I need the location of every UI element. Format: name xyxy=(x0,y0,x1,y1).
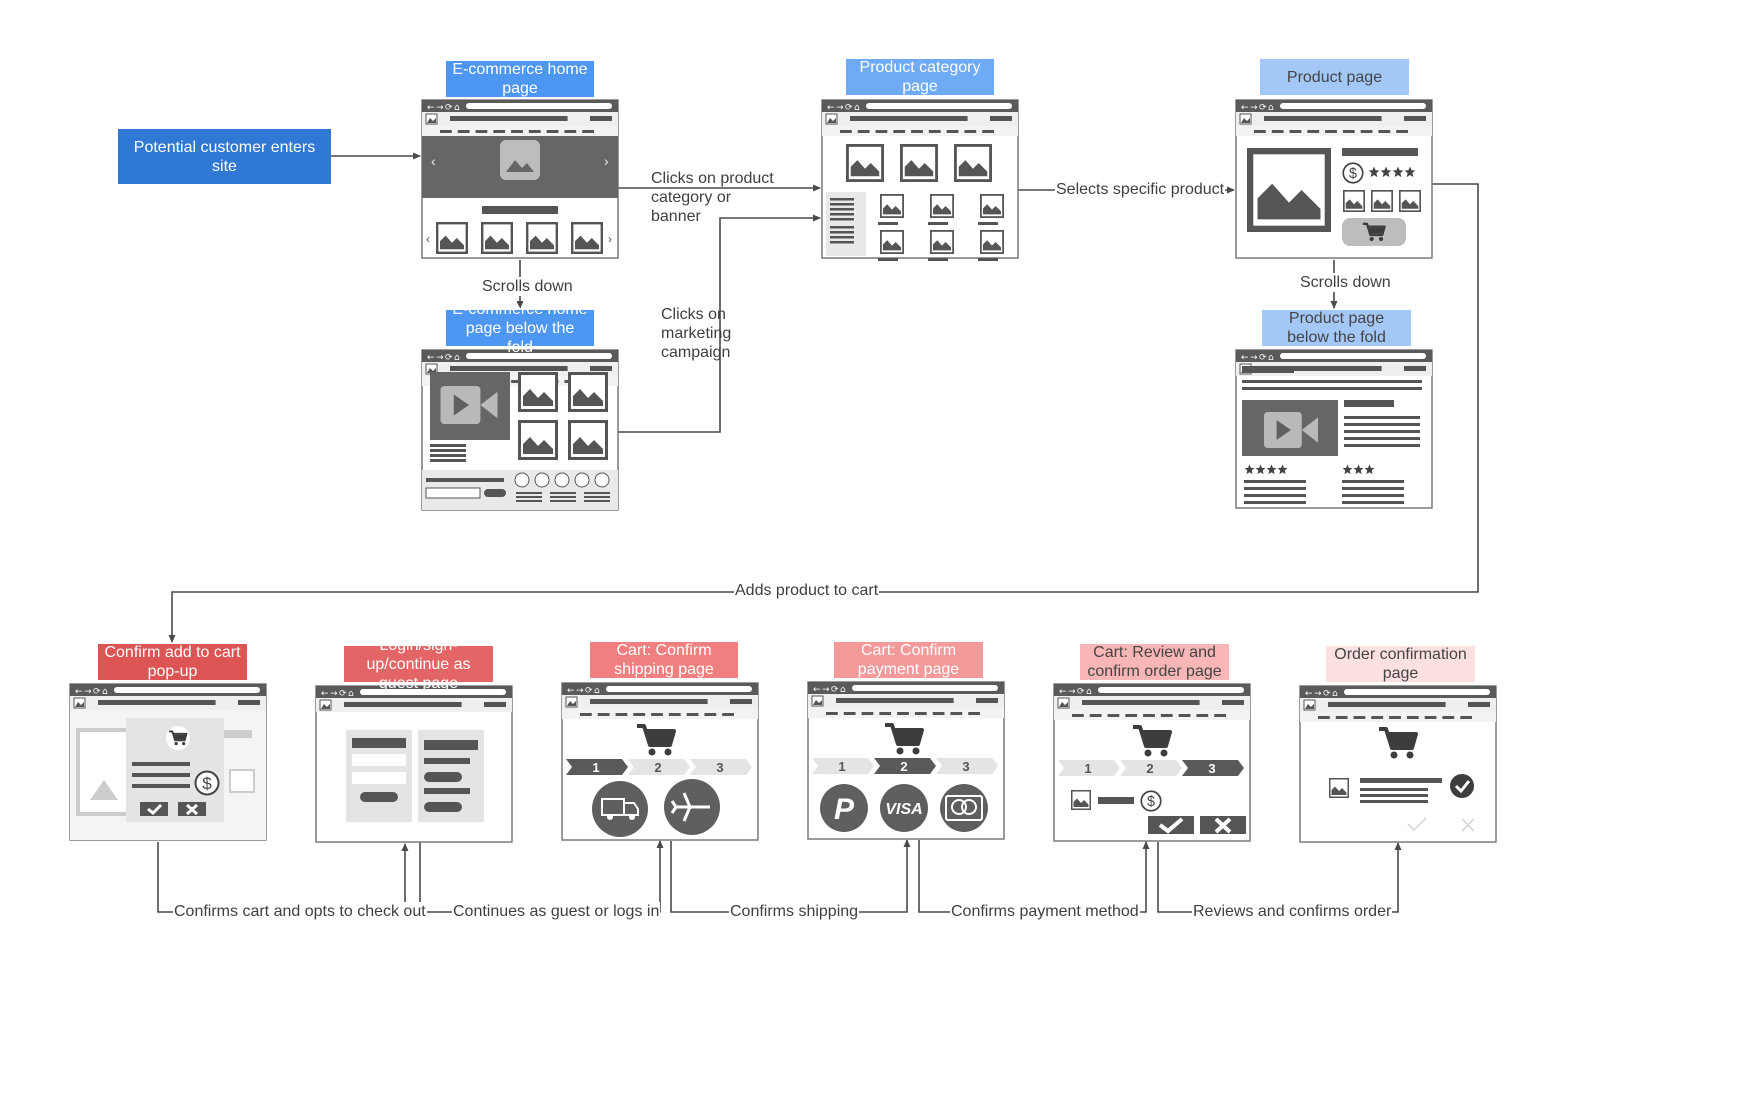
svg-text:2: 2 xyxy=(654,760,661,775)
edge-product-popup xyxy=(168,183,1479,643)
svg-text:←: ← xyxy=(1059,687,1067,697)
svg-text:←: ← xyxy=(567,686,575,696)
svg-text:←: ← xyxy=(427,103,435,113)
svg-text:→: → xyxy=(436,103,444,113)
edge-label-scrolls-down-home: Scrolls down xyxy=(481,277,574,296)
node-start: Potential customer enters site xyxy=(118,129,331,184)
edge-label-clicks-marketing: Clicks on marketing campaign xyxy=(661,306,732,361)
svg-text:⌂: ⌂ xyxy=(454,103,460,113)
svg-text:→: → xyxy=(1068,687,1076,697)
svg-text:⟳: ⟳ xyxy=(1259,353,1267,363)
svg-text:→: → xyxy=(576,686,584,696)
review-page-wireframe: ←→⟳⌂ 1 2 3 xyxy=(1053,683,1251,842)
svg-text:⌂: ⌂ xyxy=(1332,689,1338,699)
login-page-wireframe: ←→⟳⌂ xyxy=(315,685,513,843)
edge-label-adds-to-cart: Adds product to cart xyxy=(734,581,880,600)
svg-text:←: ← xyxy=(827,103,835,113)
edge-label-clicks-category: Clicks on product category or banner xyxy=(651,170,774,225)
svg-text:P: P xyxy=(834,793,855,826)
svg-text:3: 3 xyxy=(1208,761,1215,776)
svg-text:⟳: ⟳ xyxy=(1323,689,1331,699)
node-product: Product page xyxy=(1260,59,1409,95)
edge-label-continues-guest: Continues as guest or logs in xyxy=(452,902,661,921)
svg-text:⟳: ⟳ xyxy=(445,353,453,363)
svg-text:›: › xyxy=(608,232,612,246)
svg-text:‹: ‹ xyxy=(426,232,430,246)
node-home-below: E-commerce home page below the fold xyxy=(446,301,594,356)
node-login: Login/sign-up/continue as guest page xyxy=(344,637,493,692)
order-confirmation-wireframe: ←→⟳⌂ xyxy=(1299,685,1497,843)
edge-label-reviews-order: Reviews and confirms order xyxy=(1192,902,1393,921)
svg-text:←: ← xyxy=(1241,103,1249,113)
svg-text:⟳: ⟳ xyxy=(1077,687,1085,697)
svg-text:→: → xyxy=(836,103,844,113)
edge-below-category xyxy=(618,214,821,433)
node-product-below: Product page below the fold xyxy=(1262,310,1411,346)
svg-text:⌂: ⌂ xyxy=(840,685,846,695)
svg-text:←: ← xyxy=(1305,689,1313,699)
product-page-wireframe: ←→⟳⌂ xyxy=(1235,99,1433,259)
node-confirm-popup: Confirm add to cart pop-up xyxy=(98,644,247,680)
edge-label-confirms-cart: Confirms cart and opts to check out xyxy=(173,902,427,921)
visa-logo-text: VISA xyxy=(885,801,922,818)
edge-label-selects-product: Selects specific product xyxy=(1055,180,1226,199)
product-below-fold-wireframe: ←→⟳⌂ xyxy=(1235,349,1433,509)
svg-text:→: → xyxy=(330,689,338,699)
svg-text:3: 3 xyxy=(962,759,969,774)
svg-text:1: 1 xyxy=(838,759,845,774)
svg-text:⌂: ⌂ xyxy=(594,686,600,696)
svg-text:⌂: ⌂ xyxy=(1268,103,1274,113)
edge-label-scrolls-down-product: Scrolls down xyxy=(1299,273,1392,292)
svg-text:←: ← xyxy=(75,687,83,697)
svg-text:⌂: ⌂ xyxy=(1086,687,1092,697)
node-order-conf: Order confirmation page xyxy=(1326,646,1475,682)
svg-text:‹: ‹ xyxy=(431,153,436,169)
svg-text:←: ← xyxy=(427,353,435,363)
node-home: E-commerce home page xyxy=(446,61,594,97)
svg-text:←: ← xyxy=(813,685,821,695)
node-shipping: Cart: Confirm shipping page xyxy=(590,642,738,678)
category-page-wireframe: ←→⟳⌂ xyxy=(821,99,1019,261)
svg-text:›: › xyxy=(604,153,609,169)
svg-text:⟳: ⟳ xyxy=(339,689,347,699)
shipping-page-wireframe: ←→⟳⌂ 1 2 3 xyxy=(561,682,759,841)
node-category: Product category page xyxy=(846,59,994,95)
svg-text:⟳: ⟳ xyxy=(585,686,593,696)
home-page-wireframe: ←→⟳⌂ ‹ › ‹ › xyxy=(421,99,619,259)
svg-text:⌂: ⌂ xyxy=(1268,353,1274,363)
svg-text:→: → xyxy=(1250,103,1258,113)
svg-text:→: → xyxy=(84,687,92,697)
svg-text:⟳: ⟳ xyxy=(445,103,453,113)
node-review: Cart: Review and confirm order page xyxy=(1080,644,1229,680)
svg-text:1: 1 xyxy=(1084,761,1091,776)
svg-text:→: → xyxy=(436,353,444,363)
svg-text:←: ← xyxy=(1241,353,1249,363)
svg-text:2: 2 xyxy=(1146,761,1153,776)
svg-text:2: 2 xyxy=(900,759,907,774)
svg-text:1: 1 xyxy=(592,760,599,775)
edge-label-confirms-shipping: Confirms shipping xyxy=(729,902,860,921)
svg-text:→: → xyxy=(1250,353,1258,363)
svg-text:⟳: ⟳ xyxy=(1259,103,1267,113)
svg-text:⟳: ⟳ xyxy=(845,103,853,113)
node-payment: Cart: Confirm payment page xyxy=(834,642,983,678)
home-below-fold-wireframe: ←→⟳⌂ xyxy=(421,349,619,511)
svg-text:⟳: ⟳ xyxy=(93,687,101,697)
svg-text:3: 3 xyxy=(716,760,723,775)
svg-text:⌂: ⌂ xyxy=(102,687,108,697)
payment-page-wireframe: ←→⟳⌂ 1 2 3P VISA xyxy=(807,681,1005,840)
svg-text:⌂: ⌂ xyxy=(454,353,460,363)
confirm-popup-wireframe: ←→⟳⌂ xyxy=(69,683,267,841)
svg-text:⌂: ⌂ xyxy=(854,103,860,113)
svg-text:→: → xyxy=(822,685,830,695)
svg-text:⌂: ⌂ xyxy=(348,689,354,699)
svg-text:←: ← xyxy=(321,689,329,699)
svg-text:⟳: ⟳ xyxy=(831,685,839,695)
svg-text:→: → xyxy=(1314,689,1322,699)
edge-label-confirms-payment: Confirms payment method xyxy=(950,902,1140,921)
